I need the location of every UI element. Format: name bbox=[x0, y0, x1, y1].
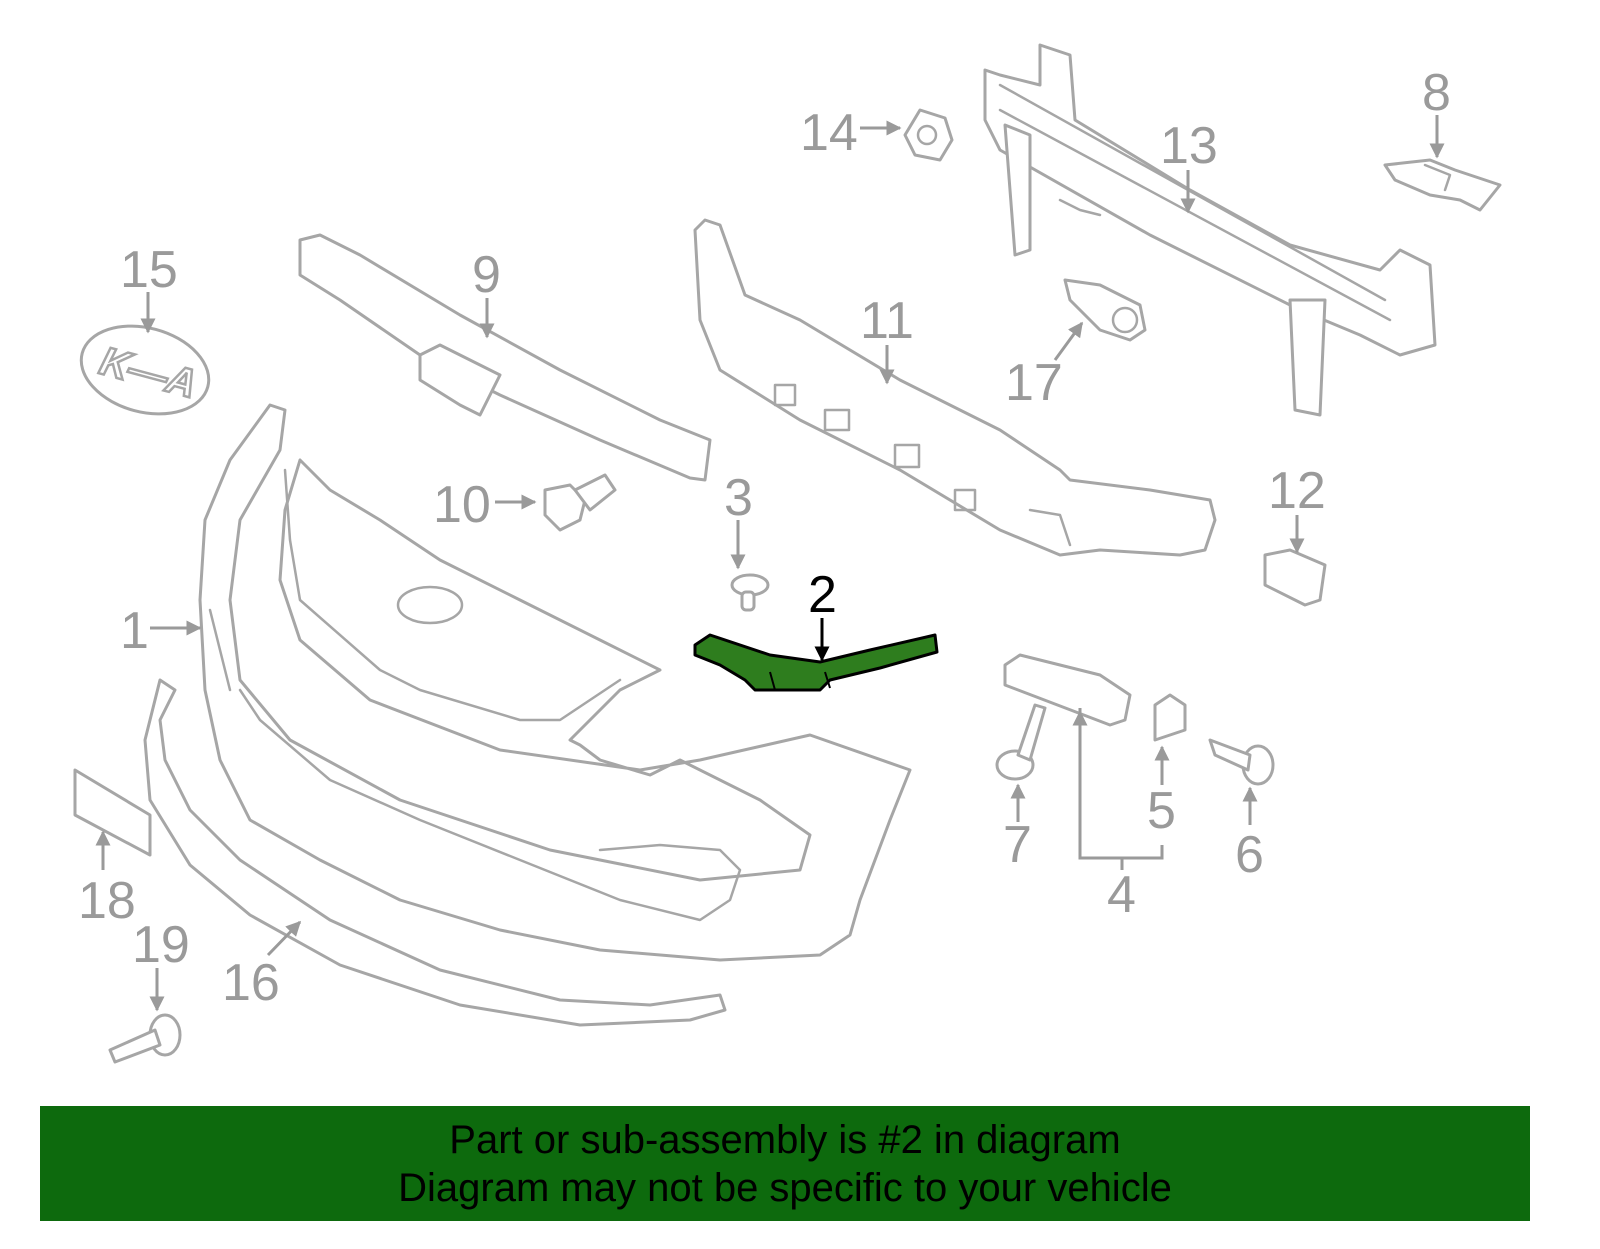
part-6-screw bbox=[1208, 738, 1275, 786]
part-18-plate bbox=[73, 768, 152, 857]
part-12-block bbox=[1263, 548, 1327, 607]
part-8-bracket bbox=[1383, 158, 1502, 212]
callout-6: 6 bbox=[1235, 826, 1264, 884]
part-10-bolt bbox=[543, 473, 617, 532]
banner-line-1: Part or sub-assembly is #2 in diagram bbox=[449, 1118, 1121, 1162]
callout-8: 8 bbox=[1422, 64, 1451, 122]
callout-9: 9 bbox=[472, 246, 501, 304]
callout-18: 18 bbox=[78, 872, 136, 930]
banner-line-2: Diagram may not be specific to your vehi… bbox=[398, 1166, 1172, 1210]
callout-7: 7 bbox=[1003, 816, 1032, 874]
callout-16: 16 bbox=[222, 954, 280, 1012]
callout-12: 12 bbox=[1268, 462, 1326, 520]
part-13-reinforcement-beam bbox=[983, 43, 1437, 417]
part-11-absorber bbox=[693, 218, 1217, 557]
info-banner: Part or sub-assembly is #2 in diagram Di… bbox=[40, 1106, 1530, 1221]
part-15-emblem: K—A bbox=[79, 324, 211, 416]
callout-arrow-17 bbox=[1053, 321, 1084, 361]
callout-13: 13 bbox=[1160, 117, 1218, 175]
callout-17: 17 bbox=[1005, 354, 1063, 412]
part-17-sensor bbox=[1063, 278, 1147, 342]
part-19-screw bbox=[108, 1013, 182, 1064]
callouts: 1 2 3 4 5 6 7 8 9 10 11 1 bbox=[78, 64, 1451, 1012]
part-14-nut bbox=[903, 108, 954, 162]
callout-3: 3 bbox=[724, 469, 753, 527]
part-2-highlighted-bracket[interactable] bbox=[693, 633, 939, 692]
part-9-upper-strip bbox=[298, 233, 712, 482]
callout-2: 2 bbox=[808, 566, 837, 624]
part-3-clip bbox=[730, 573, 770, 612]
part-7-screw bbox=[995, 703, 1047, 781]
callout-1: 1 bbox=[120, 602, 149, 660]
part-5-clip bbox=[1153, 693, 1187, 742]
callout-arrow-16 bbox=[266, 920, 302, 957]
callout-5: 5 bbox=[1147, 782, 1176, 840]
callout-19: 19 bbox=[132, 916, 190, 974]
part-1-bumper-cover bbox=[198, 403, 912, 962]
callout-4: 4 bbox=[1107, 866, 1136, 924]
callout-14: 14 bbox=[800, 104, 858, 162]
callout-15: 15 bbox=[120, 241, 178, 299]
callout-11: 11 bbox=[860, 292, 914, 350]
callout-10: 10 bbox=[433, 476, 491, 534]
part-4-bracket-strip bbox=[1003, 653, 1132, 727]
part-16-lower-lip bbox=[143, 678, 727, 1027]
